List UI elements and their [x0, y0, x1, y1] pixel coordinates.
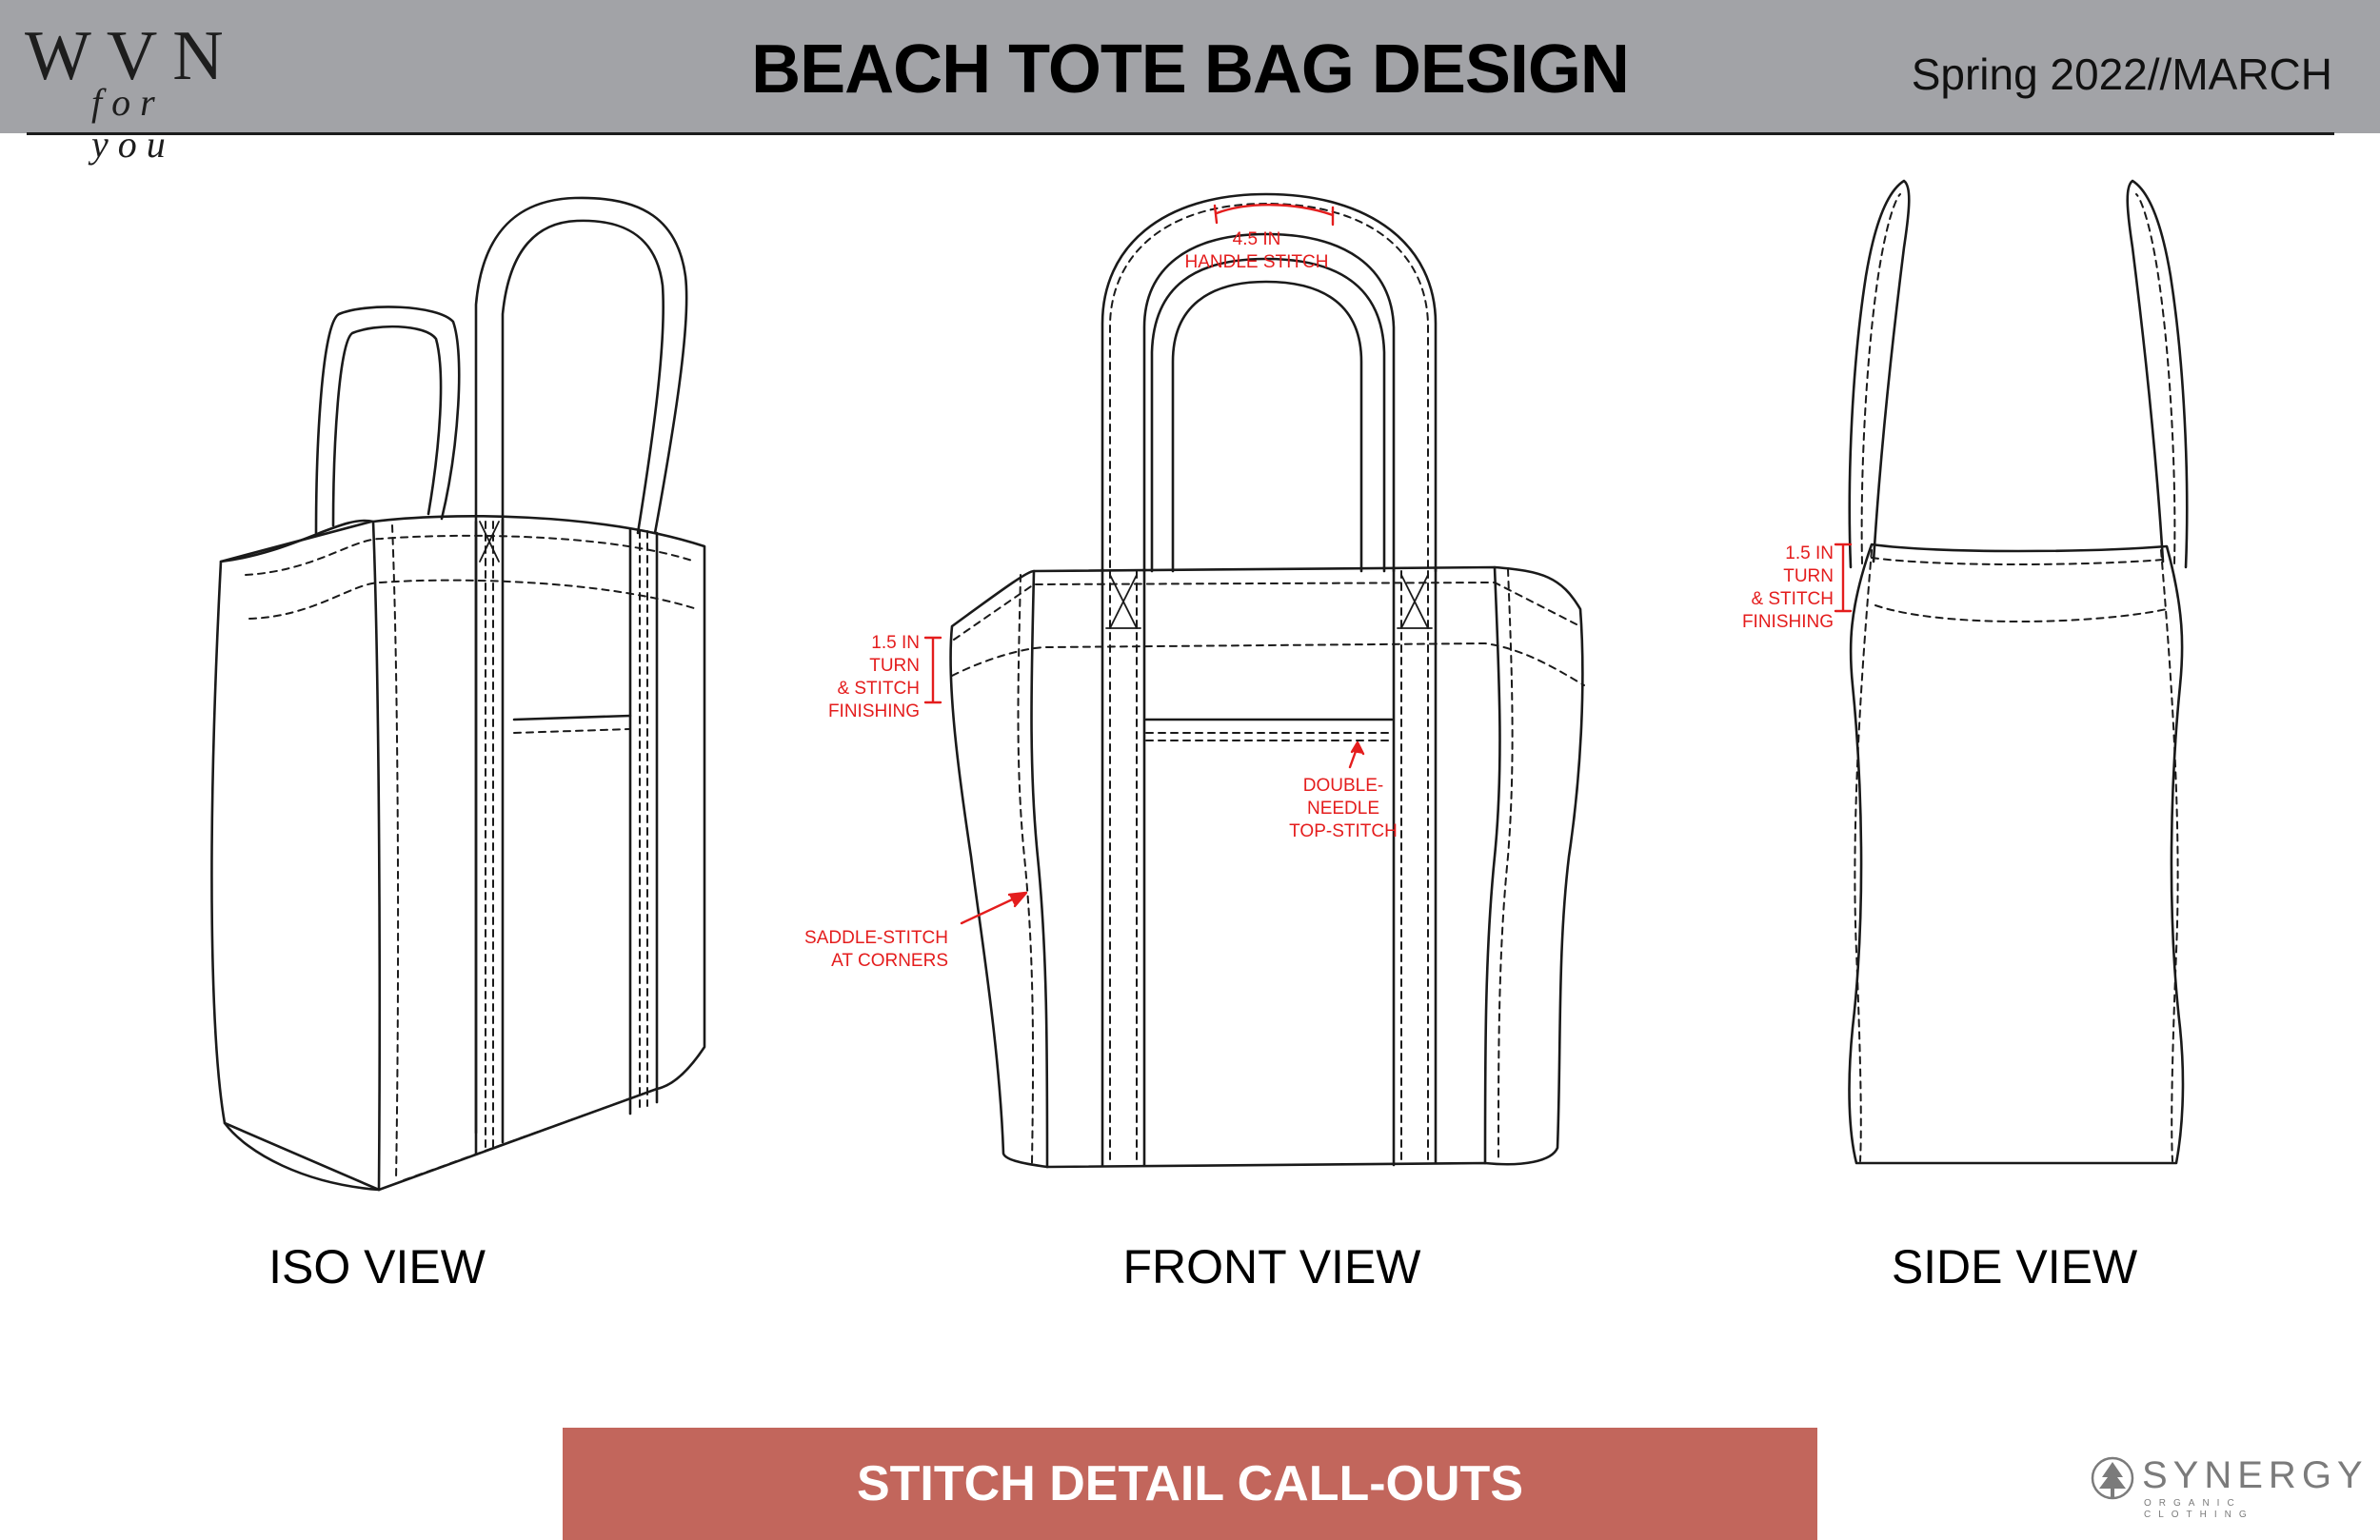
sponsor-logo: SYNERGY ORGANIC CLOTHING [2091, 1454, 2363, 1520]
page-title: BEACH TOTE BAG DESIGN [751, 31, 1630, 108]
tree-icon [2091, 1456, 2134, 1500]
section-banner-label: STITCH DETAIL CALL-OUTS [856, 1456, 1524, 1511]
iso-view-label: ISO VIEW [268, 1240, 486, 1293]
sponsor-name: SYNERGY [2142, 1454, 2369, 1496]
front-view-drawing [949, 192, 1585, 1169]
callout-double-needle: DOUBLE- NEEDLE TOP-STITCH [1289, 776, 1398, 841]
iso-view-drawing [210, 196, 706, 1192]
logo-wordmark: WVN [25, 17, 239, 95]
side-view-drawing [1848, 179, 2189, 1165]
callout-handle-stitch: 4.5 IN HANDLE STITCH [1184, 229, 1329, 272]
sponsor-tagline: ORGANIC CLOTHING [2144, 1498, 2254, 1520]
section-banner: STITCH DETAIL CALL-OUTS [563, 1428, 1817, 1540]
front-view-label: FRONT VIEW [1122, 1240, 1421, 1293]
logo-tagline: for you [91, 81, 175, 166]
callout-turn-stitch-side: 1.5 IN TURN & STITCH FINISHING [1741, 543, 1834, 632]
header-bar [0, 0, 2380, 133]
brand-logo: WVN for you [25, 17, 253, 166]
callout-saddle-stitch: SADDLE-STITCH AT CORNERS [804, 928, 948, 971]
side-view-label: SIDE VIEW [1891, 1240, 2138, 1293]
header-divider [27, 132, 2334, 135]
season-label: Spring 2022//MARCH [1911, 49, 2332, 99]
callout-markers [923, 204, 1853, 925]
callout-turn-stitch-front: 1.5 IN TURN & STITCH FINISHING [827, 633, 920, 721]
